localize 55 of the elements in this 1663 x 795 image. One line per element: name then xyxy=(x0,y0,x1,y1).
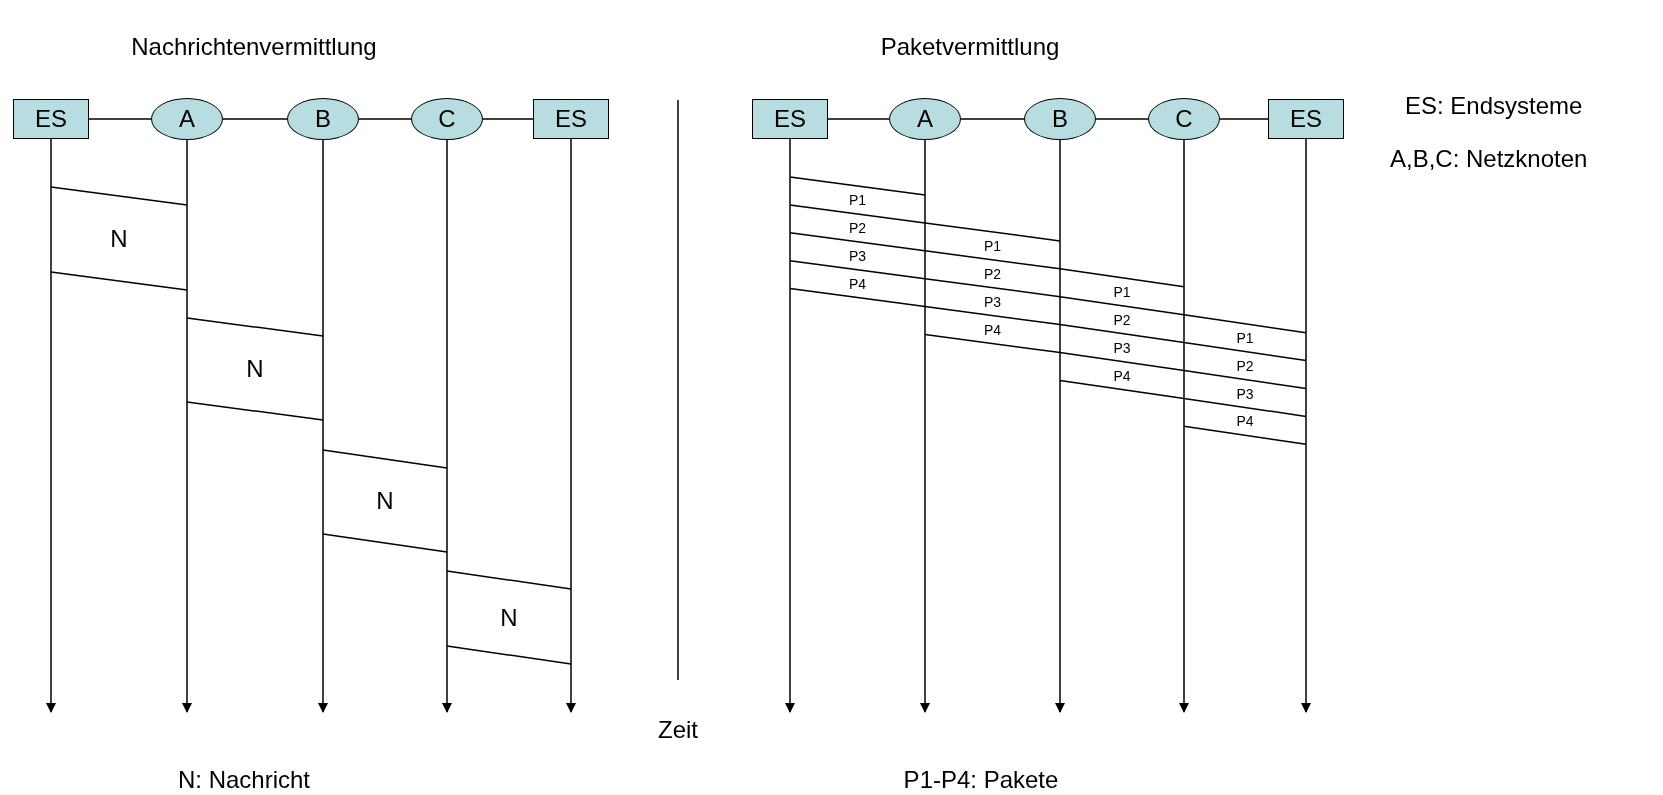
packet-label: P3 xyxy=(983,293,1002,310)
link-line xyxy=(827,118,890,120)
link-line xyxy=(482,118,534,120)
packet-label: P1 xyxy=(1113,283,1131,300)
packet-label: P2 xyxy=(1236,357,1254,374)
axis-label: Zeit xyxy=(658,716,698,744)
packet-label: P1 xyxy=(1236,329,1254,346)
network-node-ellipse: A xyxy=(889,98,961,140)
end-system-box: ES xyxy=(752,99,828,139)
time-axis-arrow xyxy=(1301,138,1311,713)
packet-label: P2 xyxy=(848,219,867,236)
message-label: N xyxy=(500,603,518,632)
legend-text: P1-P4: Pakete xyxy=(903,766,1059,794)
legend-text: ES: Endsysteme xyxy=(1405,92,1583,120)
link-line xyxy=(358,118,412,120)
time-axis-arrow xyxy=(566,138,576,713)
message-label: N xyxy=(246,355,264,383)
time-axis-arrow xyxy=(46,138,56,713)
message-label: N xyxy=(110,224,128,253)
packet-label: P2 xyxy=(983,265,1002,282)
section-heading: Paketvermittlung xyxy=(880,33,1060,61)
link-line xyxy=(222,118,288,120)
link-line xyxy=(960,118,1025,120)
time-axis-arrow xyxy=(920,139,930,713)
packet-label: P2 xyxy=(1113,311,1131,328)
time-axis-arrow xyxy=(318,139,328,713)
time-axis-arrow xyxy=(182,139,192,713)
packet-label: P4 xyxy=(848,275,867,292)
message-label: N xyxy=(376,487,394,515)
network-node-ellipse: A xyxy=(151,98,223,140)
link-line xyxy=(1095,118,1149,120)
legend-text: N: Nachricht xyxy=(178,766,310,794)
time-axis-arrow xyxy=(1179,139,1189,713)
packet-label: P4 xyxy=(983,321,1002,338)
network-node-ellipse: C xyxy=(411,98,483,140)
time-axis-arrow xyxy=(785,138,795,713)
packet-label: P3 xyxy=(1113,339,1131,356)
packet-label: P4 xyxy=(1113,367,1131,384)
network-node-ellipse: B xyxy=(287,98,359,140)
packet-label: P1 xyxy=(848,192,867,208)
legend-text: A,B,C: Netzknoten xyxy=(1390,145,1588,173)
packet-label: P3 xyxy=(848,247,867,264)
network-node-ellipse: C xyxy=(1148,98,1220,140)
end-system-box: ES xyxy=(533,99,609,139)
section-heading: Nachrichtenvermittlung xyxy=(131,33,377,61)
end-system-box: ES xyxy=(13,99,89,139)
packet-label: P3 xyxy=(1236,385,1254,402)
packet-label: P4 xyxy=(1236,413,1254,430)
end-system-box: ES xyxy=(1268,99,1344,139)
time-axis-arrow xyxy=(442,139,452,713)
packet-label: P1 xyxy=(983,237,1002,254)
time-axis-arrow xyxy=(1055,139,1065,713)
network-node-ellipse: B xyxy=(1024,98,1096,140)
link-line xyxy=(1219,118,1269,120)
link-line xyxy=(88,118,152,120)
